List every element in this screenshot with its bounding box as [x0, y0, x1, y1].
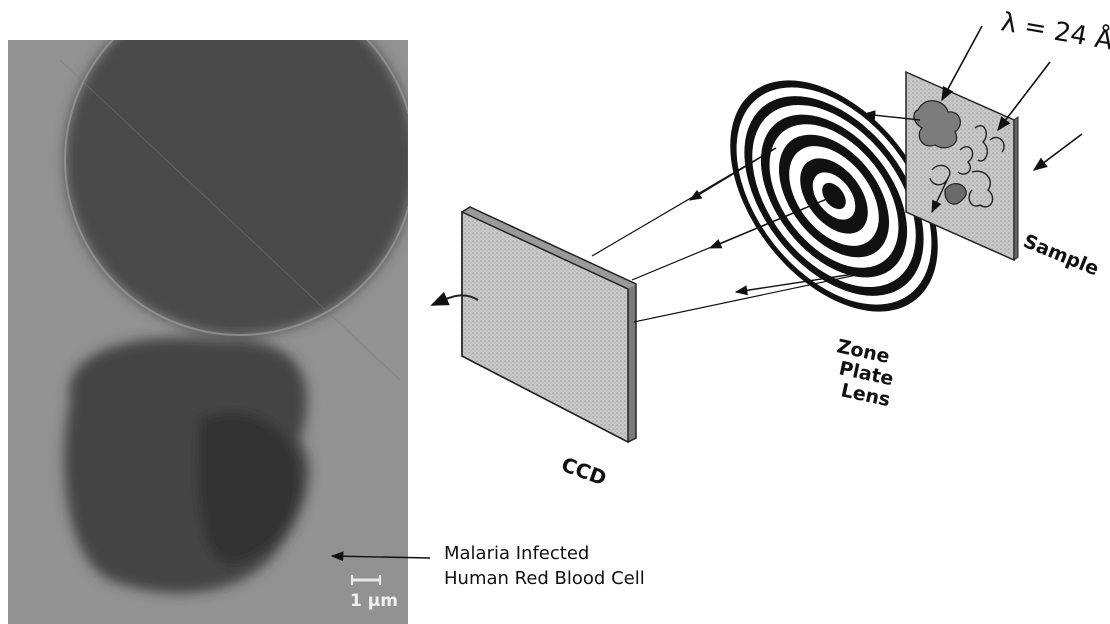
wavelength-label: λ = 24 Å — [999, 5, 1110, 56]
ccd-label: CCD — [558, 452, 609, 490]
zone-plate-label: Zone Plate Lens — [835, 335, 896, 411]
micrograph: 1 μm — [8, 0, 415, 624]
scale-bar-label: 1 μm — [350, 591, 398, 611]
caption-line-2: Human Red Blood Cell — [444, 568, 645, 589]
sample-label: Sample — [1020, 230, 1102, 280]
ccd-detector: CCD — [432, 207, 636, 490]
caption-line-1: Malaria Infected — [444, 543, 589, 564]
